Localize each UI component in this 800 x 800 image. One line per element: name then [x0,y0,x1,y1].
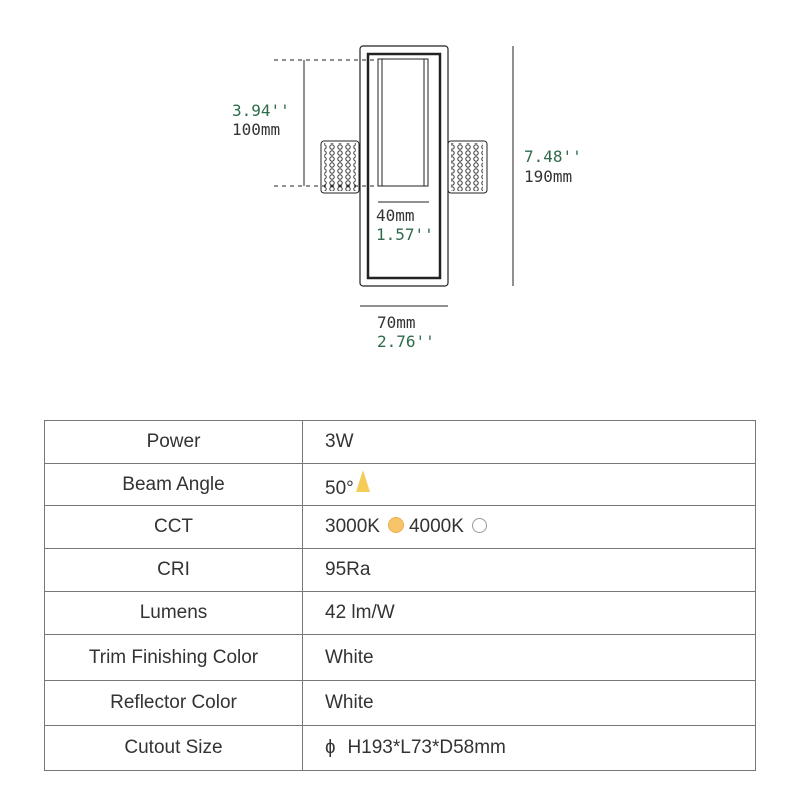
table-row: Beam Angle 50° [44,463,756,506]
spec-value: 3W [302,420,756,464]
fixture-drawing [274,45,514,307]
diameter-icon: ɸ [325,737,336,758]
spec-label: Lumens [44,591,303,635]
height-mm: 100mm [232,120,280,139]
spec-value: White [302,634,756,681]
spec-value: 50° [325,477,354,499]
spec-value: White [302,680,756,726]
spec-label: Reflector Color [44,680,303,726]
warm-dot-icon [387,517,404,533]
spec-value: 95Ra [302,548,756,592]
total-height-mm: 190mm [524,167,572,186]
spec-value: 42 lm/W [302,591,756,635]
dimension-diagram: 3.94'' 100mm 7.48'' 190mm 40mm 1.57'' 70… [232,45,582,351]
spec-value: H193*L73*D58mm [347,737,506,758]
width-inches: 2.76'' [377,332,435,351]
cct-3000k: 3000K [325,516,380,537]
inner-width-inches: 1.57'' [376,225,434,244]
spec-label: CRI [44,548,303,592]
cct-4000k: 4000K [408,516,464,537]
spec-label: Cutout Size [44,725,303,771]
spec-label: CCT [44,505,303,549]
beam-angle-icon [355,469,370,492]
table-row: CCT 3000K 4000K [44,505,756,549]
total-height-inches: 7.48'' [524,147,582,166]
width-mm: 70mm [377,313,416,332]
spec-label: Power [44,420,303,464]
spec-label: Trim Finishing Color [44,634,303,681]
spec-label: Beam Angle [44,463,303,506]
height-inches: 3.94'' [232,101,290,120]
table-row: Cutout Size ɸ H193*L73*D58mm [44,725,756,771]
inner-width-mm: 40mm [376,206,415,225]
neutral-dot-icon [471,518,487,533]
